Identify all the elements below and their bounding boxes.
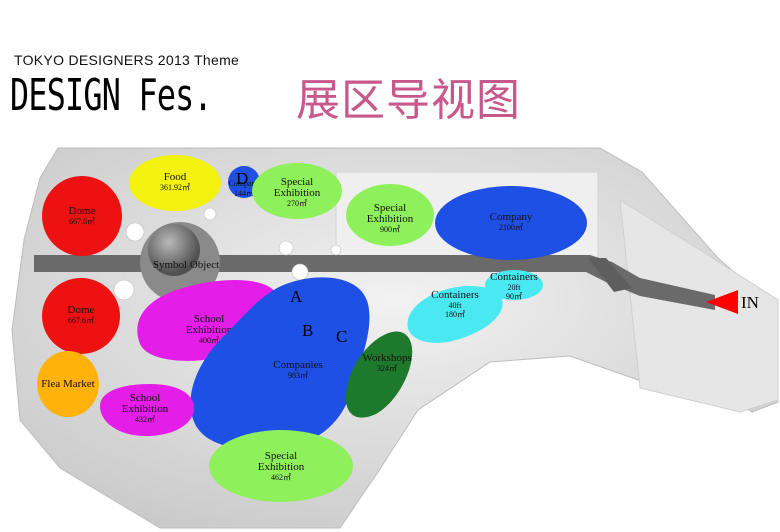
symbol-object-label: Symbol Object	[153, 259, 219, 271]
zone-name-dome-top: Dome	[69, 205, 96, 217]
zone-area-school-400: 400㎡	[199, 336, 219, 345]
area-letter-a: A	[290, 287, 303, 306]
zone-area-workshops: 324㎡	[377, 364, 397, 373]
zone-shape-dome-top	[42, 176, 122, 256]
zone-shape-companies-983	[190, 277, 370, 450]
zone-name-containers-20ft: Containers	[490, 271, 538, 283]
zone-name-company-small: Company	[228, 179, 259, 188]
zone-shape-containers-40ft	[407, 286, 503, 343]
entrance-arrow	[706, 290, 738, 314]
zone-shape-school-432	[100, 384, 194, 436]
zone-area-special-900: 900㎡	[380, 225, 400, 234]
header-title: DESIGN Fes.	[10, 70, 213, 121]
zone-area-company-2100: 2100㎡	[499, 223, 523, 232]
area-letter-b: B	[302, 321, 313, 340]
zone-shape-workshops	[345, 331, 413, 418]
header-kicker: TOKYO DESIGNERS 2013 Theme	[14, 52, 240, 68]
zone-name-dome-bottom: Dome	[68, 304, 95, 316]
zone-name-containers-40ft: Containers	[431, 289, 479, 301]
zone-shape-dome-bottom	[42, 278, 120, 354]
zone-shape-food	[129, 155, 221, 211]
zone-area-special-462: 462㎡	[271, 473, 291, 482]
zone-shape-containers-20ft	[485, 270, 543, 300]
zone-shape-company-small	[228, 166, 260, 198]
zone-area-school-432: 432㎡	[135, 415, 155, 424]
zone-area-special-270: 270㎡	[287, 199, 307, 208]
zone-name-food: Food	[164, 171, 187, 183]
area-letter-c: C	[336, 327, 347, 346]
area-letter-d: D	[236, 169, 248, 188]
zone-shape-company-2100	[435, 186, 587, 260]
zone-shape-special-270	[252, 163, 342, 219]
zone-area-dome-top: 667.6㎡	[69, 217, 95, 226]
zone-area-food: 361.92㎡	[160, 183, 190, 192]
zone-shape-special-462	[209, 430, 353, 502]
zone-area-dome-bottom: 667.6㎡	[68, 316, 94, 325]
entrance-label: IN	[741, 293, 759, 312]
zone-name-workshops: Workshops	[362, 352, 411, 364]
zone-area-company-small: 144㎡	[234, 189, 254, 198]
symbol-object-dome	[148, 224, 200, 276]
walkway-branch	[588, 258, 632, 292]
decor-trees	[113, 207, 342, 301]
zone-shape-special-900	[346, 184, 434, 246]
header-title-cn: 展区导视图	[296, 75, 521, 126]
zone-name-company-2100: Company	[490, 211, 533, 223]
zone-area-companies-983: 983㎡	[288, 371, 308, 380]
zone-shape-flea-market	[37, 351, 99, 417]
zone-name-companies-983: Companies	[273, 359, 323, 371]
zone-flea-market: Flea Market	[37, 351, 99, 417]
zone-name-flea-market: Flea Market	[41, 378, 94, 390]
